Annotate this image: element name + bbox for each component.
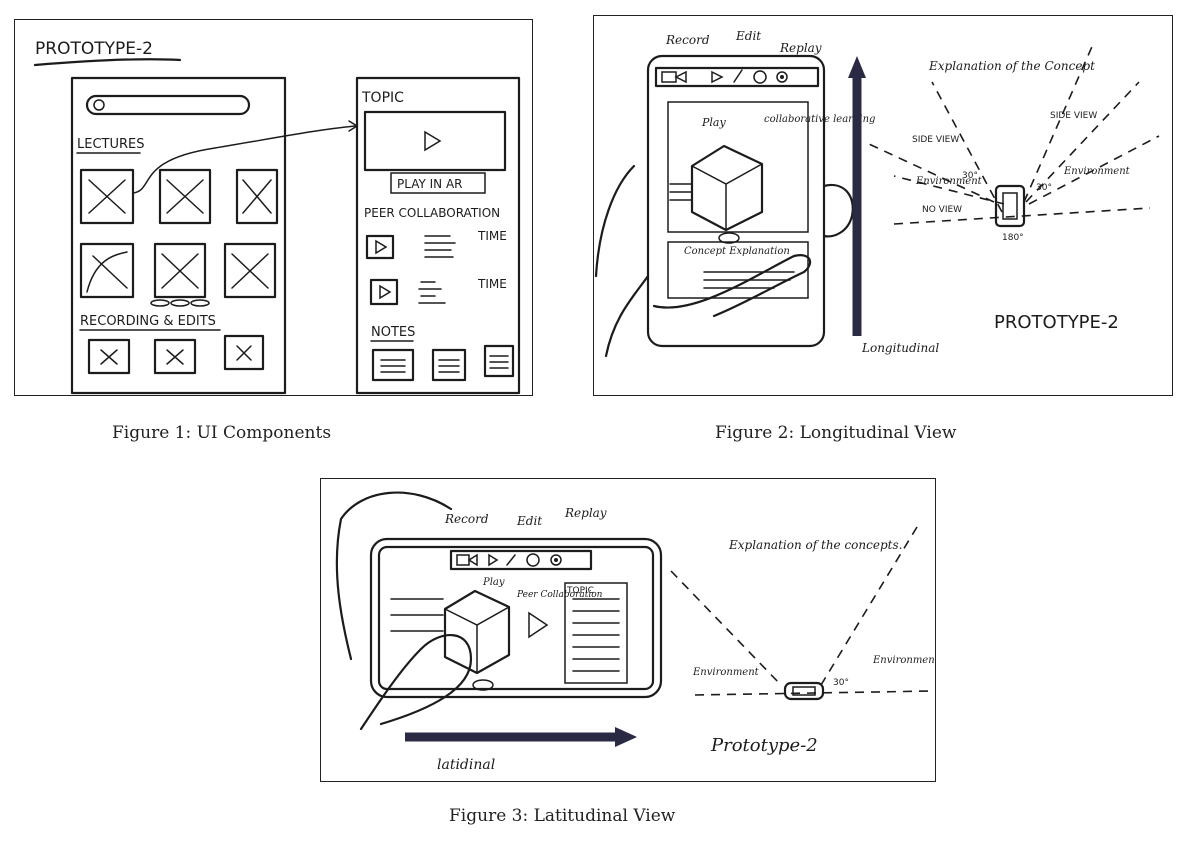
- fig3-record: Record: [444, 512, 489, 526]
- fig3-deg30: 30°: [833, 678, 849, 688]
- fig2-deg180: 180°: [1002, 233, 1024, 243]
- fig2-expl: Explanation of the Concept: [928, 59, 1095, 73]
- figure-3-sketch: Record Edit Replay Play Peer Collaborati…: [320, 478, 936, 782]
- fig1-lectures: LECTURES: [77, 137, 145, 152]
- fig2-deg30-left: 30°: [962, 171, 978, 181]
- fig3-axis: latidinal: [437, 757, 495, 773]
- fig2-collab: collaborative learning: [764, 114, 875, 125]
- fig3-env-left: Environment: [692, 667, 760, 678]
- fig3-expl: Explanation of the concepts.: [728, 538, 902, 552]
- figure-1-sketch: PROTOTYPE-2 LECTURES RECORDING & EDITS: [14, 19, 533, 396]
- fig2-env-left: Environment: [915, 176, 983, 187]
- fig2-deg30-right: 30°: [1036, 183, 1052, 193]
- figure-1-caption: Figure 1: UI Components: [112, 423, 332, 443]
- figure-2-sketch: Record Edit Replay Play collaborative le…: [593, 15, 1173, 396]
- fig1-notes: NOTES: [371, 325, 415, 340]
- fig3-edit: Edit: [516, 514, 542, 528]
- fig3-env-right: Environment: [872, 655, 935, 666]
- fig2-no-view: NO VIEW: [922, 205, 962, 215]
- fig1-play-ar: PLAY IN AR: [397, 177, 463, 191]
- fig3-replay: Replay: [564, 506, 607, 520]
- fig1-topic: TOPIC: [361, 90, 404, 106]
- fig3-topic: TOPIC: [566, 586, 594, 596]
- fig2-edit: Edit: [735, 29, 761, 43]
- fig1-thumbs: RECORDING & EDITS: [79, 168, 279, 375]
- fig2-replay: Replay: [779, 41, 822, 55]
- fig2-proto: PROTOTYPE-2: [994, 312, 1119, 333]
- fig2-side-view-left: SIDE VIEW: [912, 135, 959, 145]
- fig2-side-view-right: SIDE VIEW: [1050, 111, 1097, 121]
- fig3-play: Play: [482, 577, 505, 588]
- fig2-record: Record: [665, 33, 710, 47]
- fig1-title: PROTOTYPE-2: [35, 39, 153, 59]
- fig1-peer: PEER COLLABORATION: [364, 206, 500, 220]
- fig1-time-1: TIME: [477, 229, 507, 243]
- fig2-axis: Longitudinal: [861, 341, 939, 355]
- fig3-proto: Prototype-2: [710, 735, 818, 756]
- figure-3-caption: Figure 3: Latitudinal View: [449, 806, 676, 826]
- figure-2-caption: Figure 2: Longitudinal View: [715, 423, 957, 443]
- fig1-time-2: TIME: [477, 277, 507, 291]
- fig2-play: Play: [701, 116, 726, 129]
- fig2-concept-expl: Concept Explanation: [684, 246, 790, 257]
- fig1-recording: RECORDING & EDITS: [80, 314, 216, 329]
- fig3-peer: Peer Collaboration: [516, 590, 603, 600]
- fig2-env-right: Environment: [1063, 166, 1131, 177]
